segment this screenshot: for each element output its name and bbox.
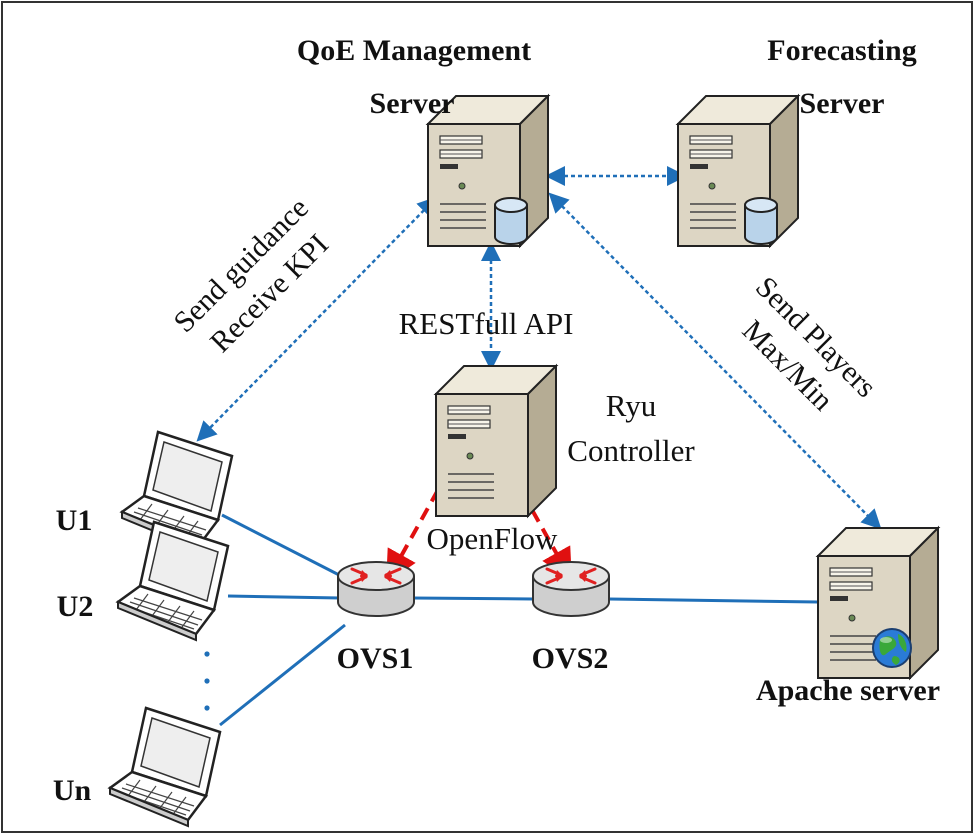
openflow-links	[386, 489, 572, 583]
qoe-database-icon	[494, 197, 528, 245]
forecasting-server-icon	[677, 95, 799, 247]
guidance-label-group: Send guidance Receive KPI	[167, 191, 335, 359]
ryu-controller-server-icon	[435, 365, 557, 517]
link-un-ovs1	[219, 623, 346, 727]
ovs1-label: OVS1	[337, 642, 414, 675]
openflow-link-ovs1	[386, 489, 440, 583]
ovs2-label: OVS2	[532, 642, 609, 675]
openflow-link-ovs2	[520, 491, 572, 581]
link-ovs1-ovs2	[411, 596, 534, 601]
globe-icon	[872, 628, 912, 668]
link-u1-ovs1	[221, 513, 346, 580]
forecasting-server-subtitle: Server	[800, 87, 885, 120]
forecasting-database-icon	[744, 197, 778, 245]
qoe-server-title: QoE Management	[297, 34, 531, 67]
openflow-label: OpenFlow	[427, 521, 559, 556]
more-users-ellipsis	[204, 651, 210, 711]
dotted-arrows	[196, 166, 882, 530]
u1-label: U1	[56, 504, 93, 537]
controller-label: Controller	[567, 433, 695, 468]
restful-api-label: RESTfull API	[399, 306, 574, 341]
u2-laptop-icon	[116, 520, 230, 642]
forecasting-server-title: Forecasting	[767, 34, 916, 67]
arrow-qoe-apache	[548, 192, 882, 530]
apache-server-label: Apache server	[756, 674, 940, 707]
ovs2-router-icon	[531, 560, 611, 618]
link-ovs2-apache	[608, 597, 819, 604]
apache-server-icon	[817, 527, 939, 679]
players-label-group: Send Players Max/Min	[736, 270, 883, 417]
ovs1-router-icon	[336, 560, 416, 618]
link-u2-ovs1	[227, 594, 341, 600]
u2-label: U2	[57, 590, 94, 623]
network-links	[219, 513, 819, 727]
un-laptop-icon	[108, 706, 222, 828]
un-label: Un	[53, 774, 92, 807]
qoe-server-subtitle: Server	[370, 87, 455, 120]
ryu-label: Ryu	[606, 388, 656, 423]
